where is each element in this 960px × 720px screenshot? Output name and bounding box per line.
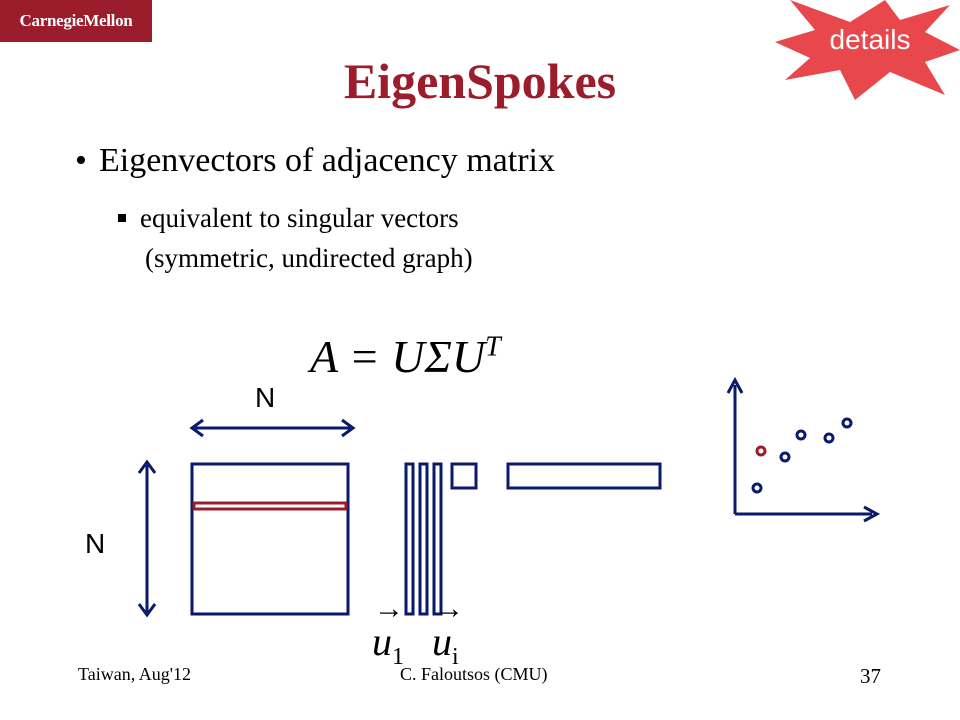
square-bullet-icon [118,213,126,222]
n-height-arrowhead-top [137,459,157,474]
u1-sub: 1 [392,644,404,670]
u-transpose-block [506,462,662,490]
highlighted-row [192,501,348,511]
n-height-arrowhead-bottom [137,603,157,618]
bullet-item: • Eigenvectors of adjacency matrix [75,142,555,180]
slide-title: EigenSpokes [343,53,617,109]
details-starburst-badge [775,0,960,100]
starburst-shape [775,0,960,100]
scatter-point [779,451,791,463]
details-label: details [829,24,911,55]
scatter-y-arrowhead [726,376,744,394]
highlighted-scatter-point [755,445,767,457]
scatter-x-arrowhead [863,505,881,523]
ui-vector-label: ui [432,592,464,671]
scatter-point [751,482,763,494]
scatter-point [823,432,835,444]
n-top-label: N [255,382,276,413]
u-column-2 [418,462,429,616]
ui-base: u [432,619,452,664]
n-left-label: N [85,528,106,559]
page-number: 37 [860,664,881,688]
formula-main: A = UΣU [310,331,486,382]
bullet-dot-icon: • [75,142,87,179]
sub-bullet-line2: (symmetric, undirected graph) [145,243,473,273]
formula-superscript: T [485,331,501,363]
matrix-a [190,462,350,616]
n-width-arrowhead-right [341,418,356,438]
ui-sub: i [452,644,459,670]
sub-bullet-line1: equivalent to singular vectors [140,203,459,233]
u1-vector-label: u1 [372,592,404,671]
scatter-point [795,429,807,441]
cmu-logo: CarnegieMellon [0,0,152,42]
u1-base: u [372,619,392,664]
footer-author: C. Faloutsos (CMU) [400,664,548,684]
u-column-1 [404,462,415,616]
footer-event: Taiwan, Aug'12 [78,664,191,684]
scatter-point [841,417,853,429]
n-width-arrowhead-left [189,418,204,438]
sub-bullet-item: equivalent to singular vectors [118,203,459,234]
formula: A = UΣUT [310,330,501,383]
sigma-block [450,462,478,490]
bullet-text: Eigenvectors of adjacency matrix [99,142,555,179]
